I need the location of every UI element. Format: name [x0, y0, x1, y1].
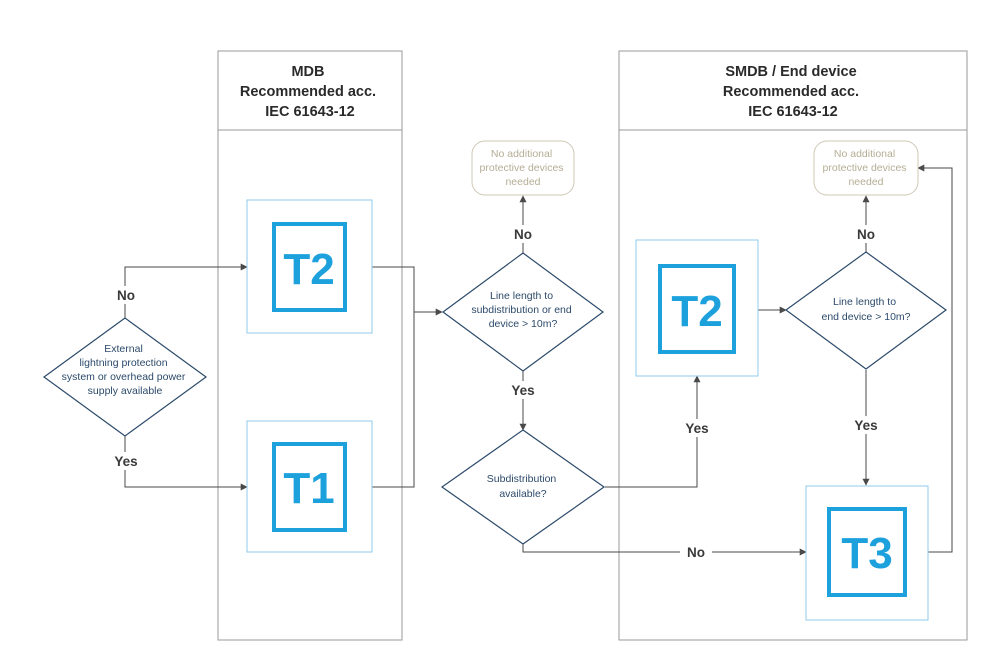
- edge-labels: No Yes No Yes Yes No No Yes: [108, 225, 884, 561]
- decision-subdistribution-available: Subdistribution available?: [440, 429, 606, 545]
- outcome-no-additional-devices-2: No additional protective devices needed: [813, 140, 919, 196]
- device-smdb-t3: T3: [805, 485, 929, 621]
- svg-text:Line length to subdistri: Line length to subdistribution or end de…: [471, 290, 574, 330]
- label-len-sub-yes: Yes: [511, 383, 534, 398]
- decision-external-lightning: External lightning protection system or …: [42, 317, 208, 437]
- label-len-sub-no: No: [514, 227, 532, 242]
- label-ext-yes: Yes: [114, 454, 137, 469]
- device-smdb-t2: T2: [635, 239, 759, 377]
- label-ext-no: No: [117, 288, 135, 303]
- device-mdb-t1: T1: [246, 420, 373, 553]
- svg-text:T3: T3: [841, 529, 892, 578]
- svg-text:No additional protective: No additional protective devices needed: [823, 148, 910, 188]
- device-mdb-t2: T2: [246, 199, 373, 334]
- label-sub-no: No: [687, 545, 705, 560]
- label-len-end-no: No: [857, 227, 875, 242]
- edge-mdb-t1-out: [372, 312, 415, 488]
- svg-text:T2: T2: [671, 287, 722, 336]
- edge-mdb-t2-out: [372, 266, 443, 316]
- label-len-end-yes: Yes: [854, 418, 877, 433]
- svg-text:T1: T1: [283, 464, 334, 513]
- svg-text:T2: T2: [283, 245, 334, 294]
- decision-line-length-subdistribution: Line length to subdistribution or end de…: [441, 252, 605, 372]
- label-sub-yes: Yes: [685, 421, 708, 436]
- outcome-no-additional-devices-1: No additional protective devices needed: [471, 140, 575, 196]
- svg-text:Subdistribution availabl: Subdistribution available?: [487, 473, 559, 500]
- svg-text:External lightning prote: External lightning protection system or …: [62, 343, 189, 397]
- edge-t3-out: [917, 164, 953, 553]
- decision-line-length-end-device: Line length to end device > 10m?: [784, 251, 948, 370]
- svg-text:Line length to end devic: Line length to end device > 10m?: [821, 296, 910, 323]
- zone-smdb-title: SMDB / End device Recommended acc. IEC 6…: [723, 64, 863, 120]
- zone-mdb-title: MDB Recommended acc. IEC 61643-12: [240, 64, 380, 120]
- svg-text:No additional protective: No additional protective devices needed: [480, 148, 567, 188]
- edge-sub-yes: [605, 375, 701, 488]
